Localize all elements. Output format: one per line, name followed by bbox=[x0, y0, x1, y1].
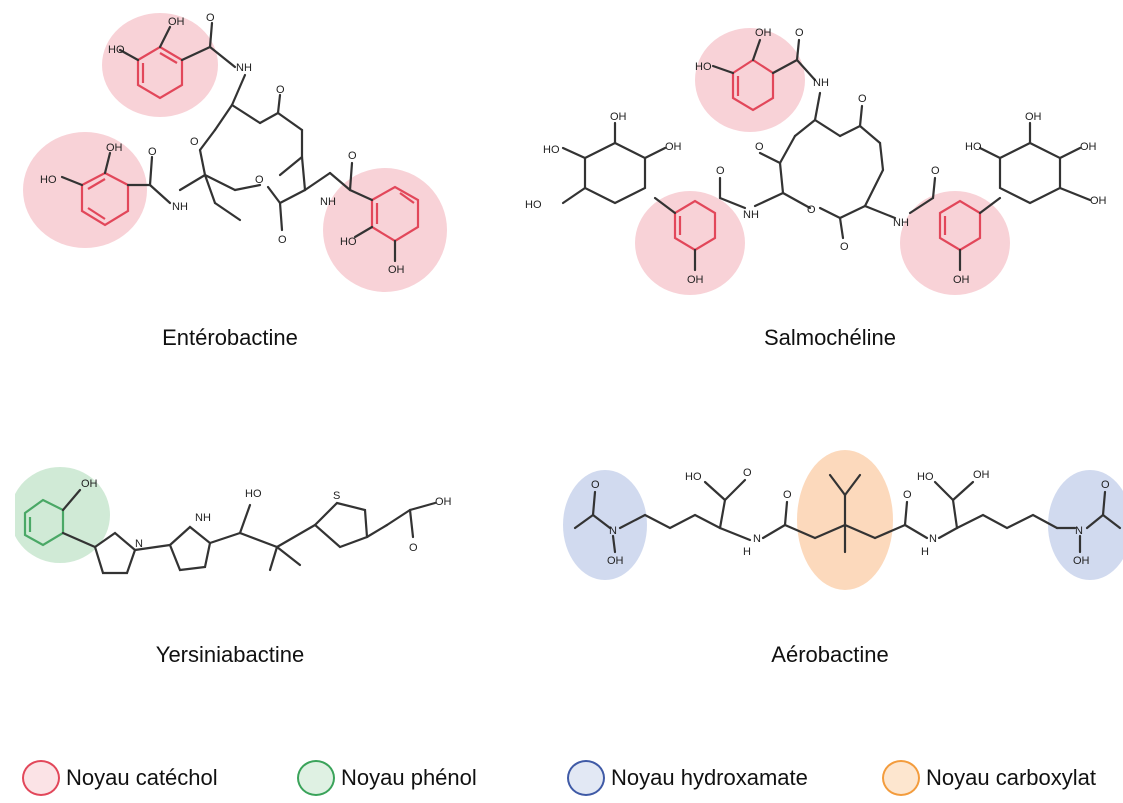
svg-text:OH: OH bbox=[687, 274, 704, 286]
sugar-right bbox=[998, 141, 1062, 205]
legend-phenol: Noyau phénol bbox=[297, 758, 477, 798]
svg-text:HO: HO bbox=[543, 144, 560, 156]
svg-text:O: O bbox=[206, 12, 215, 24]
svg-text:NH: NH bbox=[320, 196, 336, 208]
legend-label: Noyau phénol bbox=[341, 765, 477, 790]
yersiniabactin-svg: OH N NH HO S OH O bbox=[15, 467, 452, 575]
caption-salmochelin: Salmochéline bbox=[763, 325, 897, 350]
svg-text:OH: OH bbox=[1080, 141, 1097, 153]
svg-text:N: N bbox=[753, 533, 761, 545]
catechol-highlight-left bbox=[635, 191, 745, 295]
yersiniabactin-structure: OH N NH HO S OH O bbox=[15, 455, 460, 603]
svg-text:HO: HO bbox=[695, 61, 712, 73]
salmochelin-svg: HO OH O NH O O O O NH NH O bbox=[525, 27, 1107, 295]
svg-text:N: N bbox=[135, 538, 143, 550]
svg-text:H: H bbox=[743, 546, 751, 558]
legend-label: Noyau catéchol bbox=[66, 765, 218, 790]
svg-text:O: O bbox=[190, 136, 199, 148]
svg-text:NH: NH bbox=[893, 217, 909, 229]
hydroxamate-swatch-icon bbox=[567, 760, 605, 796]
carboxylate-swatch-icon bbox=[882, 760, 920, 796]
svg-text:NH: NH bbox=[195, 512, 211, 524]
svg-text:OH: OH bbox=[755, 27, 772, 39]
svg-text:OH: OH bbox=[81, 478, 98, 490]
svg-text:N: N bbox=[929, 533, 937, 545]
svg-text:OH: OH bbox=[1090, 195, 1107, 207]
svg-text:O: O bbox=[795, 27, 804, 39]
svg-text:OH: OH bbox=[973, 469, 990, 481]
legend-label: Noyau hydroxamate bbox=[611, 765, 808, 790]
svg-text:O: O bbox=[1101, 479, 1110, 491]
aerobactin-svg: O N OH HO O H N O O N H HO bbox=[563, 450, 1123, 590]
legend-label: Noyau carboxylat bbox=[926, 765, 1096, 790]
svg-text:O: O bbox=[716, 165, 725, 177]
svg-text:OH: OH bbox=[610, 111, 627, 123]
thiazoline-2 bbox=[313, 501, 369, 549]
svg-text:N: N bbox=[1075, 525, 1083, 537]
svg-text:O: O bbox=[840, 241, 849, 253]
svg-text:NH: NH bbox=[172, 201, 188, 213]
svg-text:O: O bbox=[858, 93, 867, 105]
caption-aerobactin: Aérobactine bbox=[771, 642, 889, 667]
legend-hydroxamate: Noyau hydroxamate bbox=[567, 758, 808, 798]
ring-left bbox=[673, 199, 717, 252]
svg-text:HO: HO bbox=[340, 236, 357, 248]
catechol-highlight-right bbox=[900, 191, 1010, 295]
chain-right bbox=[955, 513, 1059, 530]
svg-text:O: O bbox=[255, 174, 264, 186]
svg-text:OH: OH bbox=[388, 264, 405, 276]
phenol-swatch-icon bbox=[297, 760, 335, 796]
catechol-highlight-right bbox=[323, 168, 447, 292]
svg-text:O: O bbox=[755, 141, 764, 153]
caption-yersiniabactin: Yersiniabactine bbox=[155, 642, 305, 667]
aerobactin-structure: O N OH HO O H N O O N H HO bbox=[545, 440, 1123, 595]
thiazoline-1 bbox=[93, 531, 137, 575]
svg-text:HO: HO bbox=[108, 44, 125, 56]
catechol-swatch-icon bbox=[22, 760, 60, 796]
svg-text:O: O bbox=[148, 146, 157, 158]
svg-text:O: O bbox=[278, 234, 287, 246]
svg-text:O: O bbox=[348, 150, 357, 162]
svg-text:HO: HO bbox=[245, 488, 262, 500]
thiazolidine bbox=[168, 525, 212, 572]
svg-text:HO: HO bbox=[965, 141, 982, 153]
svg-text:OH: OH bbox=[106, 142, 123, 154]
svg-text:O: O bbox=[409, 542, 418, 554]
svg-text:OH: OH bbox=[435, 496, 452, 508]
catechol-highlight-top bbox=[102, 13, 218, 117]
svg-text:HO: HO bbox=[525, 199, 542, 211]
svg-text:S: S bbox=[333, 490, 340, 502]
chain-left bbox=[618, 513, 722, 530]
caption-enterobactin: Entérobactine bbox=[162, 325, 298, 350]
svg-text:OH: OH bbox=[1025, 111, 1042, 123]
svg-text:OH: OH bbox=[665, 141, 682, 153]
enterobactin-svg: HO OH O NH O O O O NH O bbox=[23, 12, 447, 292]
svg-text:O: O bbox=[591, 479, 600, 491]
svg-text:HO: HO bbox=[40, 174, 57, 186]
legend-carboxylate: Noyau carboxylat bbox=[882, 758, 1123, 798]
svg-text:O: O bbox=[931, 165, 940, 177]
svg-text:NH: NH bbox=[813, 77, 829, 89]
svg-text:NH: NH bbox=[743, 209, 759, 221]
svg-text:N: N bbox=[609, 525, 617, 537]
svg-text:OH: OH bbox=[607, 555, 624, 567]
svg-text:O: O bbox=[743, 467, 752, 479]
sugar-left bbox=[583, 141, 647, 205]
svg-text:OH: OH bbox=[168, 16, 185, 28]
salmochelin-structure: HO OH O NH O O O O NH NH O bbox=[515, 8, 1120, 300]
svg-text:O: O bbox=[903, 489, 912, 501]
svg-text:OH: OH bbox=[1073, 555, 1090, 567]
legend-catechol: Noyau catéchol bbox=[22, 758, 218, 798]
svg-text:OH: OH bbox=[953, 274, 970, 286]
svg-text:O: O bbox=[276, 84, 285, 96]
svg-text:HO: HO bbox=[917, 471, 934, 483]
enterobactin-structure: HO OH O NH O O O O NH O bbox=[10, 5, 455, 295]
ring-right bbox=[938, 199, 982, 252]
svg-text:HO: HO bbox=[685, 471, 702, 483]
svg-text:H: H bbox=[921, 546, 929, 558]
svg-text:NH: NH bbox=[236, 62, 252, 74]
svg-text:O: O bbox=[783, 489, 792, 501]
svg-text:O: O bbox=[807, 204, 816, 216]
catechol-highlight-top bbox=[695, 28, 805, 132]
